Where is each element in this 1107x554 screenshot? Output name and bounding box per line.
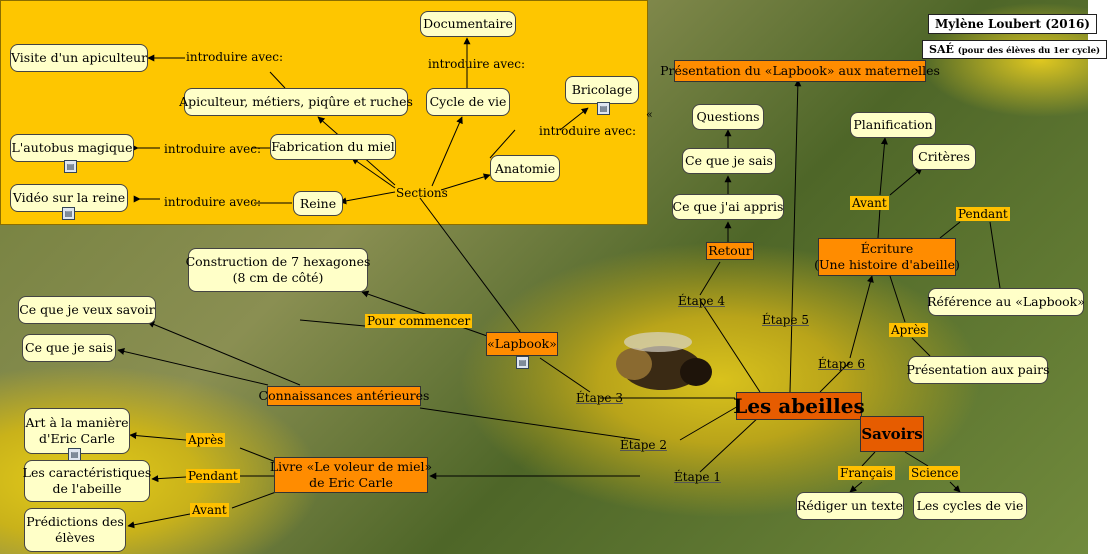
label-apres-livre: Après [186, 433, 226, 447]
node-lapbook[interactable]: «Lapbook» [486, 332, 558, 356]
document-icon[interactable]: ▤ [64, 160, 77, 173]
author-label: Mylène Loubert (2016) [928, 14, 1097, 34]
node-video-reine[interactable]: Vidéo sur la reine [10, 184, 128, 212]
label-sections: Sections [396, 186, 448, 200]
node-veux-savoir[interactable]: Ce que je veux savoir [18, 296, 156, 324]
node-fabrication-miel[interactable]: Fabrication du miel [270, 134, 396, 160]
node-connaissances-anterieures[interactable]: Connaissances antérieures [259, 386, 429, 406]
node-anatomie[interactable]: Anatomie [490, 155, 560, 182]
node-retour[interactable]: Retour [706, 242, 754, 260]
document-icon[interactable]: ▤ [597, 102, 610, 115]
node-planification[interactable]: Planification [850, 112, 936, 138]
bee-image [616, 332, 712, 390]
label-pendant-livre: Pendant [186, 469, 240, 483]
document-icon[interactable]: ▤ [516, 356, 529, 369]
node-cycles-de-vie[interactable]: Les cycles de vie [913, 492, 1027, 520]
label-introduire-1: introduire avec: [186, 50, 284, 64]
node-presentation-pairs[interactable]: Présentation aux pairs [906, 356, 1050, 384]
node-je-sais[interactable]: Ce que je sais [22, 334, 116, 362]
node-visite-apiculteur[interactable]: Visite d'un apiculteur [10, 44, 148, 72]
node-reine[interactable]: Reine [293, 191, 343, 216]
node-ce-que-je-sais[interactable]: Ce que je sais [682, 148, 776, 174]
sae-label: SAÉ (pour des élèves du 1er cycle) [922, 40, 1107, 59]
node-presentation-maternelles[interactable]: Présentation du «Lapbook» aux maternelle… [660, 60, 940, 82]
label-etape-6: Étape 6 [818, 357, 865, 371]
node-questions[interactable]: Questions [692, 104, 764, 130]
document-icon[interactable]: ▤ [62, 207, 75, 220]
label-etape-5: Étape 5 [762, 313, 809, 327]
label-introduire-4: introduire avec: [164, 142, 262, 156]
label-science: Science [909, 466, 961, 480]
node-predictions[interactable]: Prédictions des élèves [24, 508, 126, 552]
label-avant-ecriture: Avant [850, 196, 889, 210]
node-rediger-texte[interactable]: Rédiger un texte [796, 492, 904, 520]
node-bricolage[interactable]: Bricolage [565, 76, 639, 104]
label-francais: Français [838, 466, 895, 480]
label-etape-4: Étape 4 [678, 294, 725, 308]
node-apiculteur[interactable]: Apiculteur, métiers, piqûre et ruches [179, 88, 413, 116]
node-savoirs[interactable]: Savoirs [860, 416, 924, 452]
label-etape-3: Étape 3 [576, 391, 623, 405]
node-livre-voleur-miel[interactable]: Livre «Le voleur de miel» de Eric Carle [270, 457, 432, 493]
node-documentaire[interactable]: Documentaire [420, 11, 516, 37]
label-apres-ecriture: Après [889, 323, 929, 337]
sae-note: (pour des élèves du 1er cycle) [957, 46, 1100, 56]
label-etape-2: Étape 2 [620, 438, 667, 452]
sae-title: SAÉ [929, 43, 954, 56]
node-art-eric-carle[interactable]: Art à la manière d'Eric Carle [24, 408, 130, 454]
node-ce-que-jai-appris[interactable]: Ce que j'ai appris [672, 194, 784, 220]
label-introduire-2: introduire avec: [428, 57, 526, 71]
node-construction-hexagones[interactable]: Construction de 7 hexagones (8 cm de côt… [186, 248, 370, 292]
label-etape-1: Étape 1 [674, 470, 721, 484]
node-ecriture[interactable]: Écriture (Une histoire d'abeille) [814, 238, 960, 276]
label-avant-livre: Avant [190, 503, 229, 517]
node-reference-lapbook[interactable]: Référence au «Lapbook» [927, 288, 1085, 316]
node-cycle-de-vie[interactable]: Cycle de vie [426, 88, 510, 116]
node-caracteristiques[interactable]: Les caractéristiques de l'abeille [23, 460, 151, 502]
central-topic-les-abeilles[interactable]: Les abeilles [733, 392, 865, 420]
label-pendant-ecriture: Pendant [956, 207, 1010, 221]
collapse-icon[interactable]: « [646, 108, 653, 121]
label-pour-commencer: Pour commencer [365, 314, 473, 328]
label-introduire-5: introduire avec: [164, 195, 262, 209]
label-introduire-3: introduire avec: [539, 124, 637, 138]
node-autobus-magique[interactable]: L'autobus magique [10, 134, 134, 162]
node-criteres[interactable]: Critères [912, 144, 976, 170]
